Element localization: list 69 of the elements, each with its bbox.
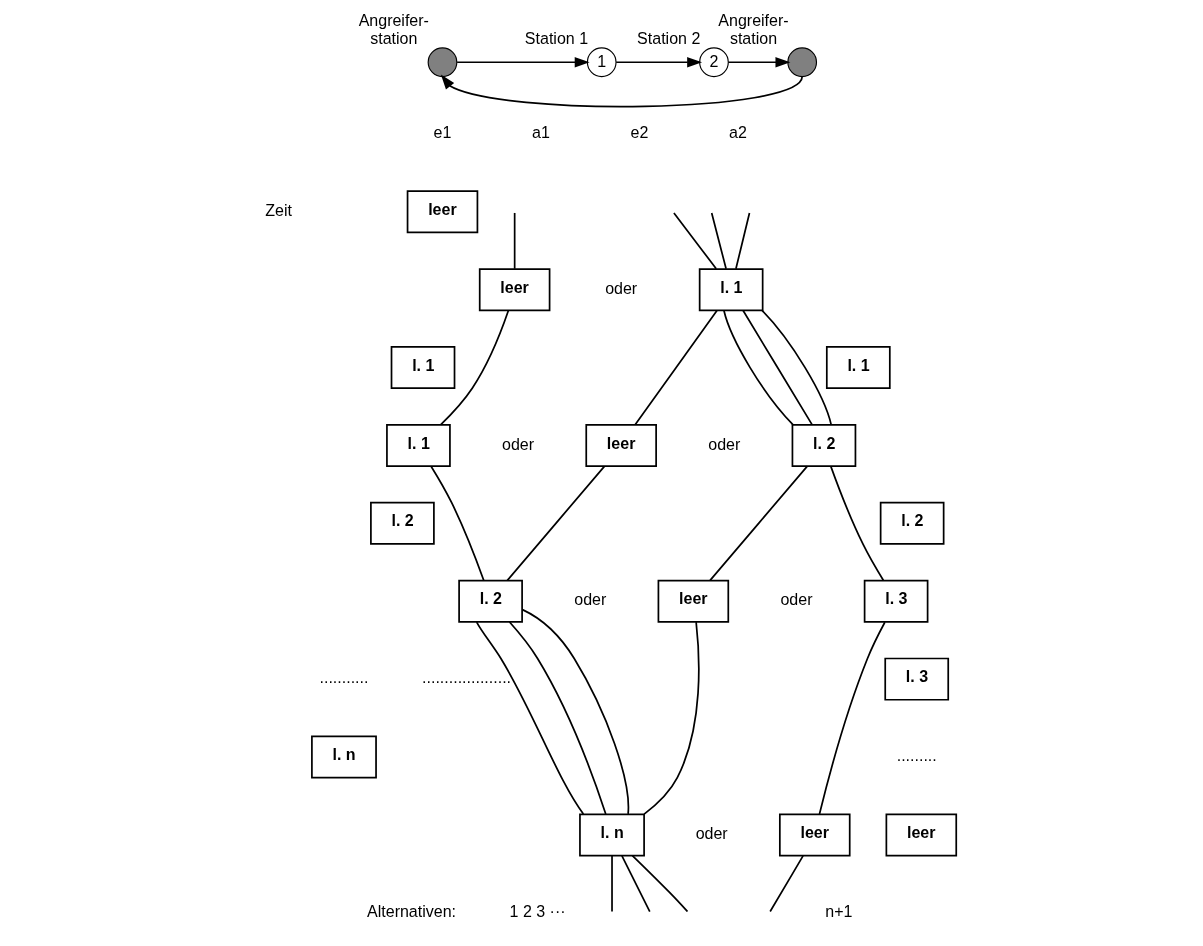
node-label: Angreifer- station xyxy=(358,10,429,47)
label: ......... xyxy=(896,745,937,764)
arrow xyxy=(455,56,590,67)
node-box: l. 2 xyxy=(369,501,435,545)
connector xyxy=(505,464,605,581)
node-circle: 2 xyxy=(698,46,729,77)
connector xyxy=(521,608,629,815)
label: a1 xyxy=(531,122,550,141)
arrow xyxy=(440,74,803,107)
label: .................... xyxy=(421,667,511,686)
label: oder xyxy=(501,434,534,453)
node-box: l. 2 xyxy=(457,579,523,623)
label: oder xyxy=(707,434,740,453)
connector xyxy=(818,620,886,815)
node-box: l. 1 xyxy=(698,267,763,311)
label: ........... xyxy=(319,667,368,686)
node-box: leer xyxy=(584,423,657,467)
label: oder xyxy=(695,823,728,842)
label: n+1 xyxy=(824,901,852,920)
connector xyxy=(631,854,688,912)
label: a2 xyxy=(728,122,747,141)
node-box: l. 3 xyxy=(883,657,949,701)
connector xyxy=(741,309,813,425)
connector xyxy=(429,465,485,581)
connector xyxy=(633,309,718,425)
node-box: l. 2 xyxy=(791,423,856,467)
node-box: l. 2 xyxy=(879,501,944,545)
node-circle xyxy=(427,46,457,77)
connector xyxy=(475,620,584,815)
label: e2 xyxy=(630,122,648,141)
connector xyxy=(620,854,651,912)
connector xyxy=(439,309,509,425)
label: oder xyxy=(779,589,812,608)
node-box: leer xyxy=(478,267,550,311)
connector xyxy=(672,211,717,270)
label: oder xyxy=(604,278,637,297)
connector xyxy=(710,211,727,270)
label: e1 xyxy=(433,122,451,141)
node-circle: 1 xyxy=(586,46,617,77)
node-box: l. n xyxy=(310,735,377,778)
label: Zeit xyxy=(264,200,292,219)
node-box: l. 1 xyxy=(390,345,455,389)
connector xyxy=(760,309,832,425)
connector xyxy=(708,464,808,581)
connector xyxy=(508,620,607,815)
node-box: l. 3 xyxy=(863,579,928,623)
connector xyxy=(722,309,794,425)
node-box: leer xyxy=(657,579,729,623)
connector xyxy=(768,854,804,912)
node-box: leer xyxy=(885,812,957,856)
connector xyxy=(829,465,884,581)
node-box: leer xyxy=(778,812,851,856)
label: 1 2 3 ··· xyxy=(509,901,566,920)
arrow xyxy=(614,56,702,67)
node-label: Angreifer- station xyxy=(717,10,789,47)
node-box: l. n xyxy=(578,812,645,856)
connector xyxy=(513,211,515,270)
connector xyxy=(642,620,700,815)
label: Alternativen: xyxy=(366,901,456,920)
label: oder xyxy=(573,589,606,608)
node-box: leer xyxy=(406,189,478,233)
connector xyxy=(734,211,750,270)
node-circle xyxy=(786,46,817,77)
connector xyxy=(610,854,613,912)
arrow xyxy=(727,56,790,67)
node-box: l. 1 xyxy=(385,423,451,467)
node-label: Station 2 xyxy=(636,28,700,47)
node-box: l. 1 xyxy=(825,345,891,389)
node-label: Station 1 xyxy=(524,28,588,47)
